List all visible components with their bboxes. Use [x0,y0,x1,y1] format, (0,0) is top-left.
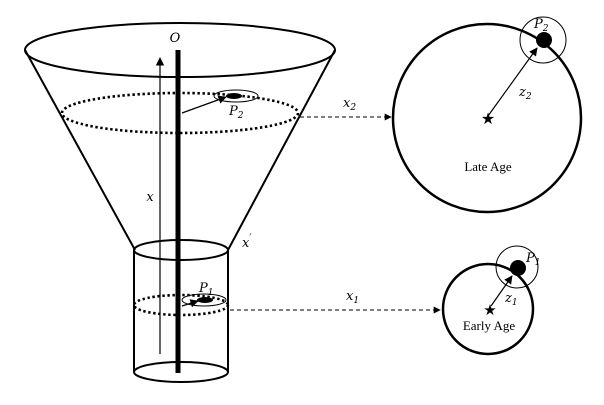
p1-radius-arrow [181,299,199,308]
x1-label: x1 [346,289,359,306]
late-age-p2-sub: 2 [542,24,549,34]
x2-label: x2 [343,96,356,113]
p2-label: P2 [228,104,244,121]
p1-label-sub: 1 [208,288,214,298]
particle-p1 [181,293,227,308]
cross-section-early [132,293,230,317]
early-age-p1-sub: 1 [535,258,541,268]
z1-label-main: z [504,291,512,306]
early-age-circle [441,262,535,356]
p1-orbit [181,293,227,307]
particle-p2 [181,89,259,114]
funnel-left-wall [24,49,136,251]
x1-label-main: x [346,289,354,304]
early-age-cross-section: ★ [441,245,539,356]
early-age-p1-particle [510,260,526,276]
z2-label-main: z [518,85,526,100]
x2-label-sub: 2 [349,103,356,113]
late-age-p2-orbit [519,16,567,64]
p2-label-sub: 2 [237,111,244,121]
late-age-cross-section: ★ [391,16,583,214]
late-age-p2-label: P2 [533,17,549,34]
x1-label-sub: 1 [353,296,359,306]
stem-top-ellipse [133,239,229,261]
x-prime-mark: ′ [249,233,252,244]
star-icon: ★ [483,301,496,319]
late-age-circle [391,22,583,214]
z2-label: z2 [518,85,532,102]
cross-section-late [60,91,300,135]
early-age-p1-orbit [495,245,539,289]
star-icon: ★ [481,109,495,128]
x-prime-label: x′ [242,233,252,251]
x-prime-main: x [242,236,250,251]
late-age-p2-particle [536,32,552,48]
stem-bottom-ellipse [133,361,229,383]
funnel-right-wall [227,49,336,251]
early-age-p1-label: P1 [525,251,540,268]
z2-label-sub: 2 [525,92,532,102]
early-age-caption: Early Age [463,318,516,333]
early-age-p1-main: P [525,251,535,266]
x-axis-label: x [146,190,154,205]
z1-label: z1 [504,291,518,308]
p2-orbit [213,89,259,103]
z1-label-sub: 1 [512,298,518,308]
p1-particle [197,297,213,303]
funnel-stem-cylinder [133,239,229,383]
x2-label-main: x [343,96,351,111]
p2-radius-arrow [181,95,227,114]
early-age-z1-arrow [490,275,513,307]
origin-label: O [170,31,181,46]
p2-label-main: P [228,104,238,119]
p1-label-main: P [198,281,208,296]
late-age-z2-arrow [487,47,538,117]
p2-particle [226,93,242,99]
p1-label: P1 [198,281,213,298]
late-age-caption: Late Age [464,159,512,174]
late-age-p2-main: P [533,17,543,32]
